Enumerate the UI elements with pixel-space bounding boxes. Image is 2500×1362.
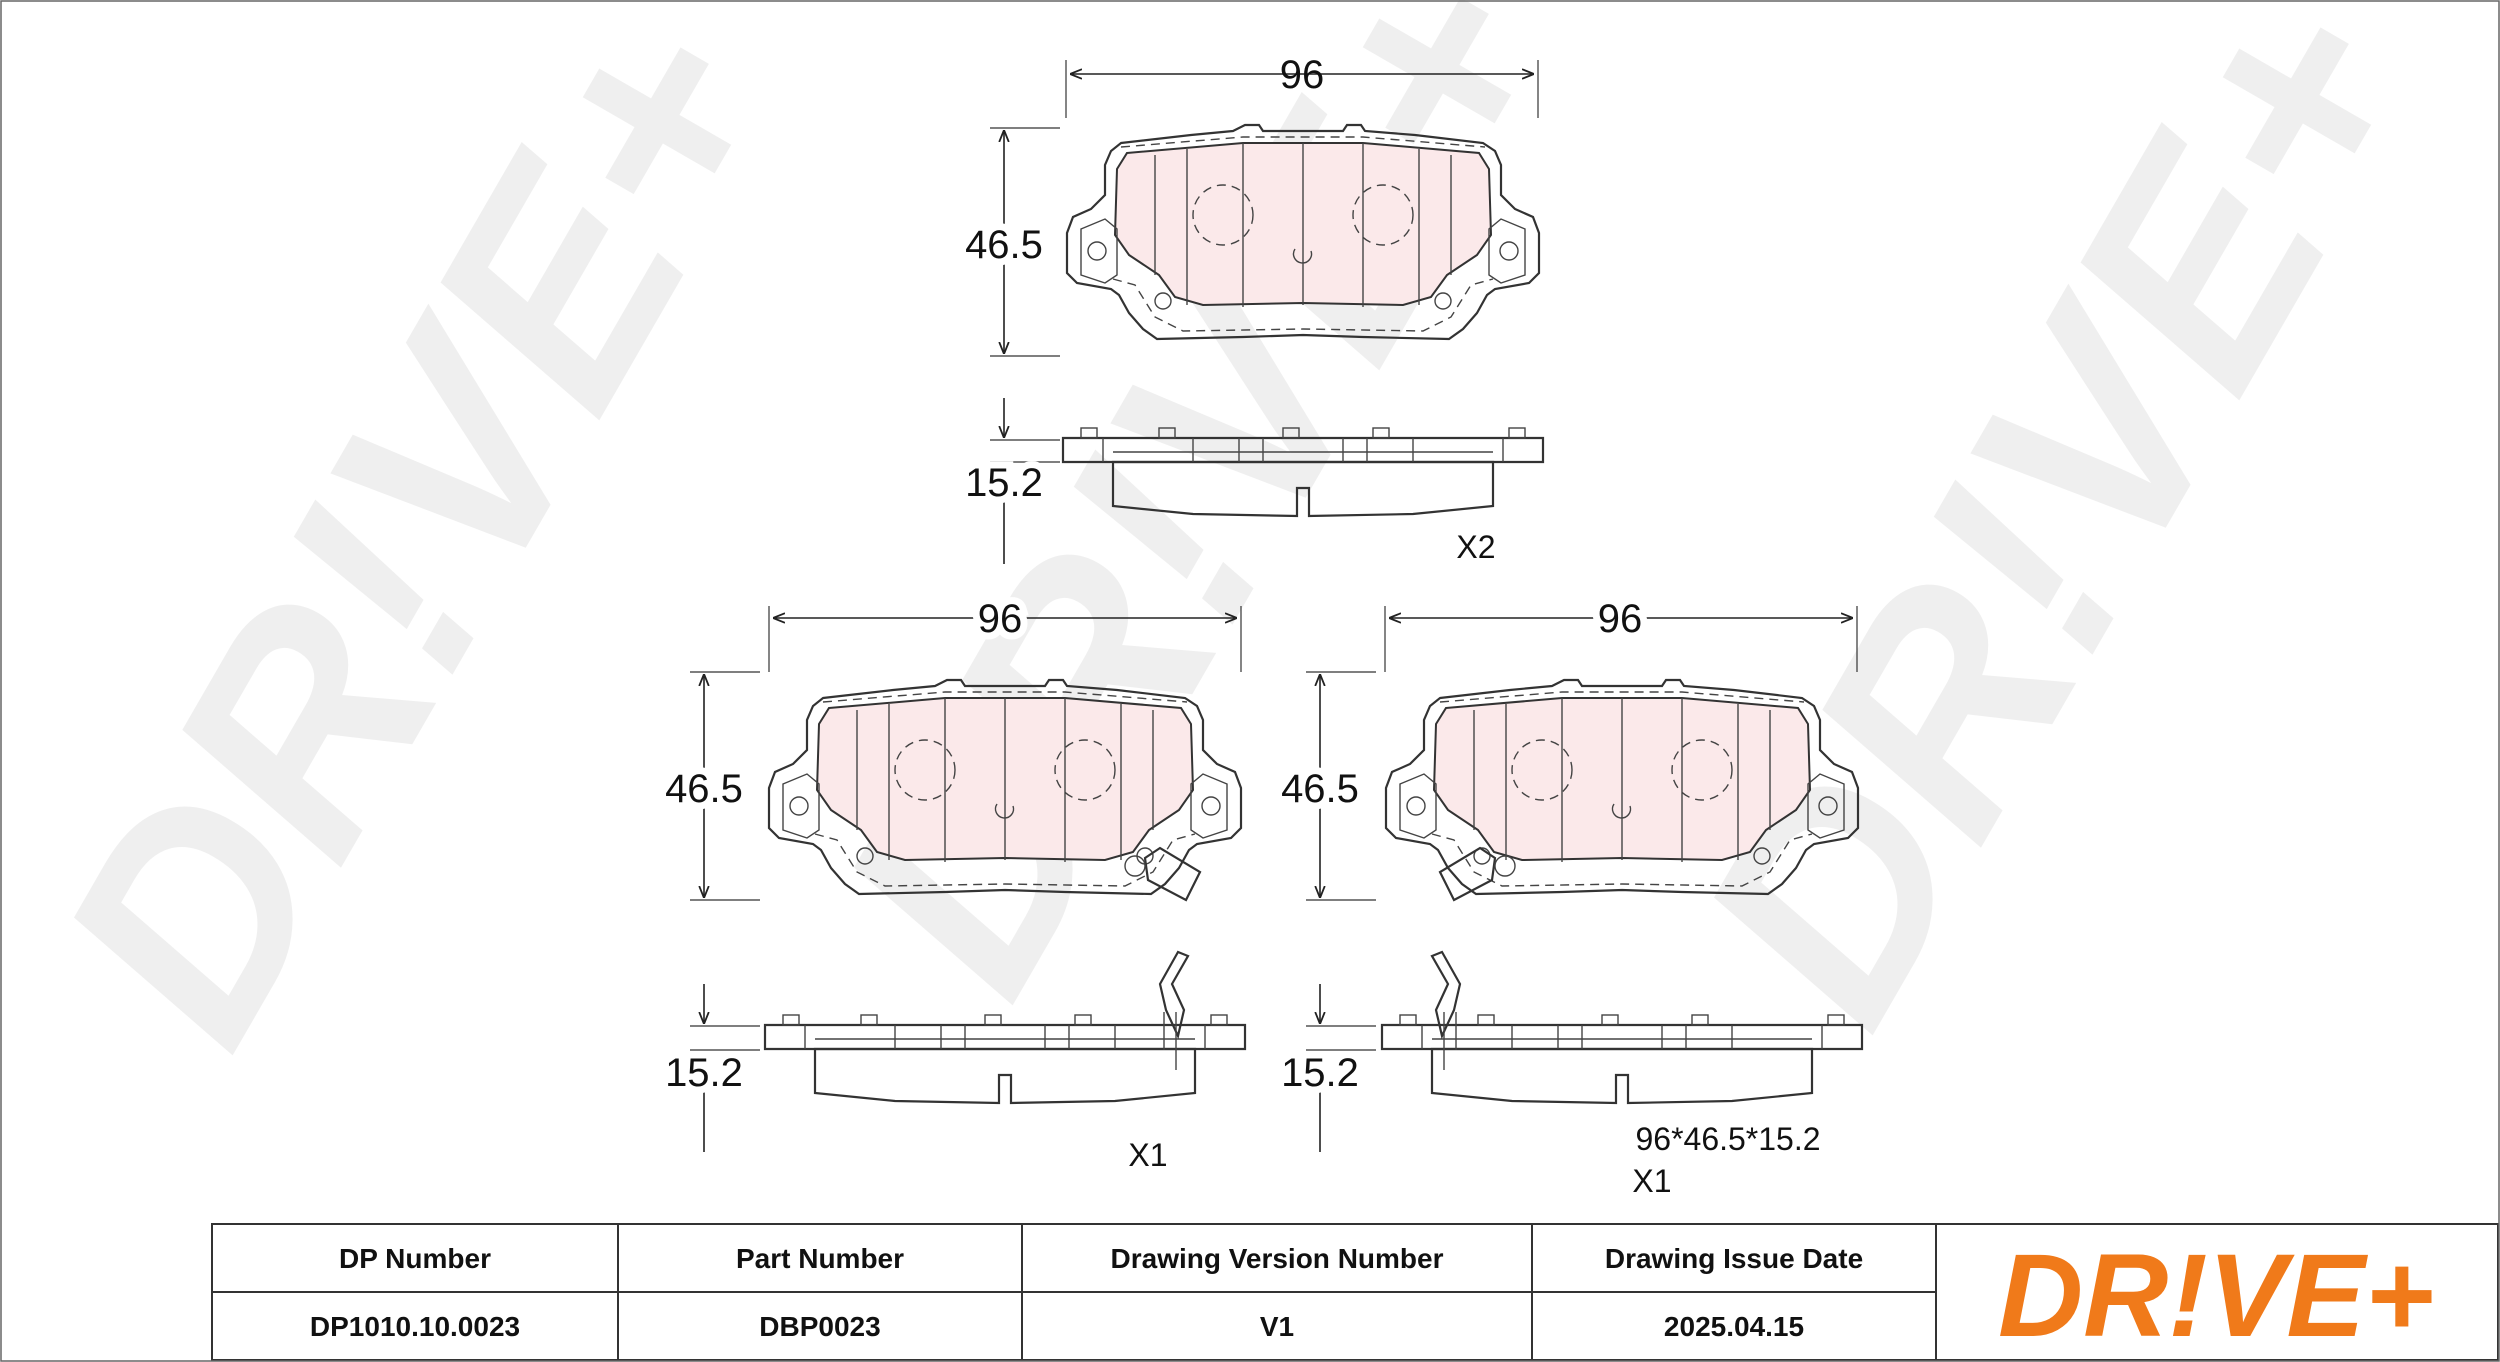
watermark-right: DR!VE+	[1634, 0, 2479, 1072]
quantity-3: X1	[1632, 1163, 1671, 1199]
brand-logo: DR!VE+	[1998, 1230, 2434, 1362]
view-top: 96 46.5 15.2 X2	[958, 53, 1545, 565]
wear-indicator-sensor-right	[1124, 846, 1202, 1070]
dim-height-1: 46.5	[965, 223, 1043, 267]
header-drawing-version: Drawing Version Number	[1111, 1243, 1444, 1274]
header-part-number: Part Number	[736, 1243, 904, 1274]
pad-side-view-3	[1380, 1013, 1864, 1105]
quantity-1: X2	[1456, 529, 1495, 565]
dim-thickness-2: 15.2	[665, 1051, 743, 1095]
value-dp-number: DP1010.10.0023	[310, 1311, 520, 1342]
header-dp-number: DP Number	[339, 1243, 491, 1274]
value-drawing-version: V1	[1260, 1311, 1294, 1342]
value-part-number: DBP0023	[759, 1311, 880, 1342]
dim-height-2: 46.5	[665, 767, 743, 811]
dim-width-1: 96	[1280, 53, 1325, 97]
value-issue-date: 2025.04.15	[1664, 1311, 1804, 1342]
info-table: DP Number Part Number Drawing Version Nu…	[211, 1223, 2499, 1362]
header-issue-date: Drawing Issue Date	[1605, 1243, 1863, 1274]
wear-indicator-sensor-left	[1430, 846, 1516, 1070]
quantity-2: X1	[1128, 1137, 1167, 1173]
dim-height-3: 46.5	[1281, 767, 1359, 811]
watermark-left: DR!VE+	[0, 0, 840, 1092]
size-note: 96*46.5*15.2	[1635, 1121, 1820, 1157]
dim-thickness-3: 15.2	[1281, 1051, 1359, 1095]
view-bottom-left: 96 46.5 15.2 X1	[658, 590, 1247, 1173]
dim-thickness-1: 15.2	[965, 461, 1043, 505]
dim-width-3: 96	[1598, 597, 1643, 641]
pad-side-view-2	[763, 1013, 1247, 1105]
dim-width-2: 96	[978, 597, 1023, 641]
view-bottom-right: 96 46.5 15.2 96*46.5*15.2 X1	[1274, 590, 1864, 1199]
